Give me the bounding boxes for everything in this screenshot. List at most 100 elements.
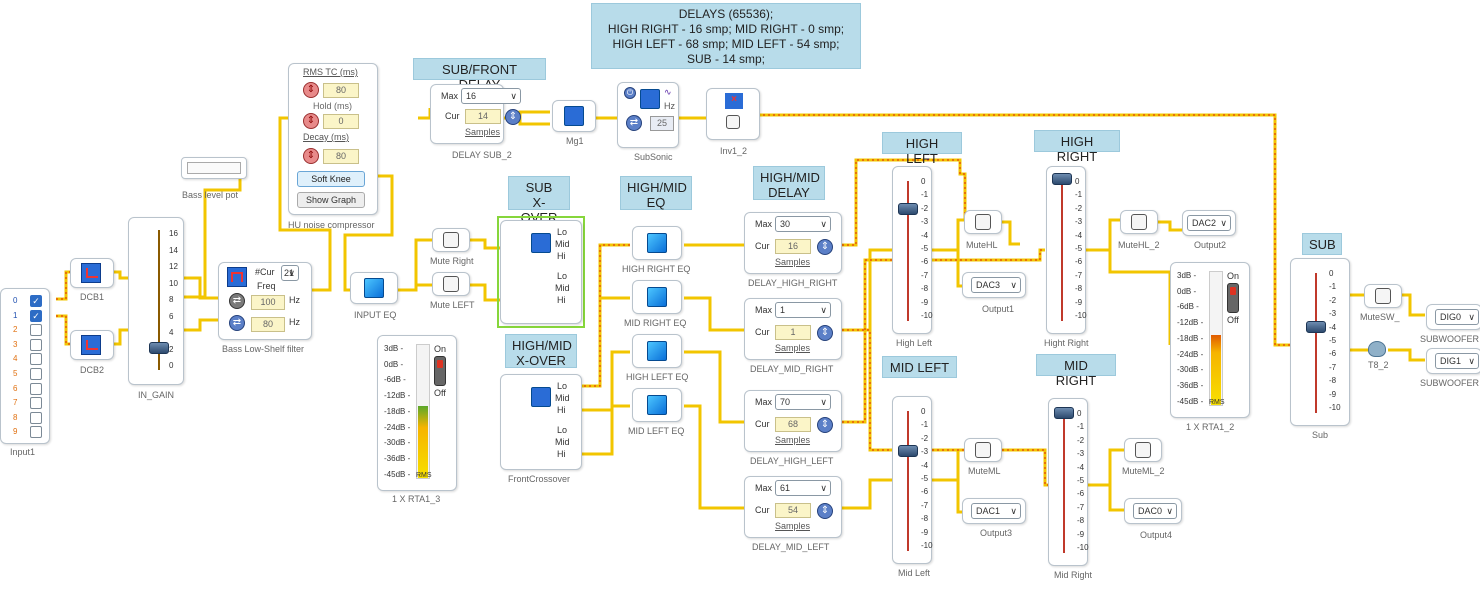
output1-block[interactable]: DAC3 — [962, 272, 1026, 298]
delay-mr-max[interactable]: 1 — [775, 302, 831, 318]
delay-sub-knob[interactable]: ⇕ — [505, 109, 521, 125]
mute-left-block[interactable] — [432, 272, 470, 296]
input-channel-checkbox[interactable] — [30, 353, 42, 366]
fader-hr-block[interactable]: 0-1-2-3-4-5-6-7-8-9-10 — [1046, 166, 1087, 334]
mute-hl2-toggle[interactable] — [1131, 214, 1147, 230]
delay-hr-samples[interactable]: Samples — [775, 257, 811, 267]
fader-hl-thumb[interactable] — [898, 203, 918, 215]
rta3-block[interactable]: 3dB -0dB --6dB --12dB --18dB --24dB --30… — [377, 335, 457, 491]
input-channel-checkbox[interactable] — [30, 382, 42, 395]
fader-hl-block[interactable]: 0-1-2-3-4-5-6-7-8-9-10 — [892, 166, 933, 334]
show-graph-button[interactable]: Show Graph — [297, 192, 365, 208]
bass-filter-knob2[interactable]: ⇄ — [229, 315, 245, 331]
dcb2-block[interactable] — [70, 330, 114, 360]
input-channel-checkbox[interactable] — [30, 397, 42, 410]
fader-ml-thumb[interactable] — [898, 445, 918, 457]
mute-right-block[interactable] — [432, 228, 470, 252]
inv-block[interactable]: × — [706, 88, 760, 140]
inv-toggle[interactable] — [726, 115, 740, 129]
mute-ml-block[interactable] — [964, 438, 1002, 462]
delay-hr-cur[interactable]: 16 — [775, 239, 811, 254]
sw1-select[interactable]: DIG0 — [1435, 309, 1479, 325]
decay-val[interactable]: 80 — [323, 149, 359, 164]
mg1-block[interactable] — [552, 100, 596, 132]
t8-node[interactable] — [1368, 341, 1386, 357]
ml-eq-block[interactable] — [632, 388, 682, 422]
rms-tc-knob[interactable]: ⇕ — [303, 82, 319, 98]
input-channel-checkbox[interactable]: ✓ — [30, 309, 42, 322]
delay-hl-max[interactable]: 70 — [775, 394, 831, 410]
delay-ml-samples[interactable]: Samples — [775, 521, 811, 531]
delay-mr-block[interactable]: Max 1 Cur 1 ⇕ Samples — [744, 298, 842, 360]
output3-select[interactable]: DAC1 — [971, 503, 1021, 519]
hold-knob[interactable]: ⇕ — [303, 113, 319, 129]
mute-hl-block[interactable] — [964, 210, 1002, 234]
hold-val[interactable]: 0 — [323, 114, 359, 129]
output1-select[interactable]: DAC3 — [971, 277, 1021, 293]
rta2-block[interactable]: 3dB -0dB --6dB --12dB --18dB --24dB --30… — [1170, 262, 1250, 418]
input-eq-block[interactable] — [350, 272, 398, 304]
subsonic-val[interactable]: 25 — [650, 116, 674, 131]
bass-level-pot[interactable] — [181, 157, 247, 179]
delay-hr-max[interactable]: 30 — [775, 216, 831, 232]
rta2-switch[interactable] — [1227, 283, 1239, 313]
subsonic-knob[interactable]: ⇄ — [626, 115, 642, 131]
delay-sub-samples[interactable]: Samples — [465, 127, 501, 137]
delay-mr-knob[interactable]: ⇕ — [817, 325, 833, 341]
input-channel-checkbox[interactable]: ✓ — [30, 295, 42, 307]
mute-ml2-toggle[interactable] — [1135, 442, 1151, 458]
sw1-block[interactable]: DIG0 — [1426, 304, 1480, 330]
delay-sub-block[interactable]: Max 16 Cur 14 ⇕ Samples — [430, 84, 521, 144]
mute-hl2-block[interactable] — [1120, 210, 1158, 234]
delay-mr-samples[interactable]: Samples — [775, 343, 811, 353]
bass-filter-val1[interactable]: 100 — [251, 295, 285, 310]
delay-sub-max[interactable]: 16 — [461, 88, 521, 104]
delay-hr-block[interactable]: Max 30 Cur 16 ⇕ Samples — [744, 212, 842, 274]
dcb1-block[interactable] — [70, 258, 114, 288]
output2-select[interactable]: DAC2 — [1187, 215, 1231, 231]
rta3-switch[interactable] — [434, 356, 446, 386]
output2-block[interactable]: DAC2 — [1182, 210, 1236, 236]
bass-filter-cur[interactable]: 21 — [281, 265, 299, 281]
fader-sub-thumb[interactable] — [1306, 321, 1326, 333]
bass-filter-knob1[interactable]: ⇄ — [229, 293, 245, 309]
mute-left-toggle[interactable] — [443, 276, 459, 292]
bass-filter-val2[interactable]: 80 — [251, 317, 285, 332]
delay-hl-samples[interactable]: Samples — [775, 435, 811, 445]
mr-eq-block[interactable] — [632, 280, 682, 314]
mute-right-toggle[interactable] — [443, 232, 459, 248]
delay-hl-cur[interactable]: 68 — [775, 417, 811, 432]
delay-mr-cur[interactable]: 1 — [775, 325, 811, 340]
input-channel-checkbox[interactable] — [30, 426, 42, 439]
front-crossover-block[interactable]: Lo Mid Hi Lo Mid Hi — [500, 374, 582, 470]
sw2-block[interactable]: DIG1 — [1426, 348, 1480, 374]
delay-ml-max[interactable]: 61 — [775, 480, 831, 496]
fader-mr-block[interactable]: 0-1-2-3-4-5-6-7-8-9-10 — [1048, 398, 1089, 566]
delay-hl-block[interactable]: Max 70 Cur 68 ⇕ Samples — [744, 390, 842, 452]
sub-crossover-block[interactable]: Lo Mid Hi Lo Mid Hi — [500, 220, 582, 324]
mute-ml-toggle[interactable] — [975, 442, 991, 458]
rms-tc-link[interactable]: RMS TC (ms) — [303, 67, 358, 77]
input-channel-checkbox[interactable] — [30, 368, 42, 380]
compressor-block[interactable]: RMS TC (ms) ⇕ 80 Hold (ms) ⇕ 0 Decay (ms… — [288, 63, 378, 215]
delay-hl-knob[interactable]: ⇕ — [817, 417, 833, 433]
fader-mr-thumb[interactable] — [1054, 407, 1074, 419]
bass-filter-block[interactable]: #Cur 21 Freq ⇄ 100 Hz ⇄ 80 Hz — [218, 262, 312, 340]
mute-sw-toggle[interactable] — [1375, 288, 1391, 304]
rms-tc-val[interactable]: 80 — [323, 83, 359, 98]
mute-sw-block[interactable] — [1364, 284, 1402, 308]
delay-ml-block[interactable]: Max 61 Cur 54 ⇕ Samples — [744, 476, 842, 538]
input-channel-checkbox[interactable] — [30, 411, 42, 424]
sw2-select[interactable]: DIG1 — [1435, 353, 1479, 369]
hl-eq-block[interactable] — [632, 334, 682, 368]
mute-hl-toggle[interactable] — [975, 214, 991, 230]
subsonic-power-icon[interactable]: ⏻ — [624, 87, 636, 99]
decay-link[interactable]: Decay (ms) — [303, 132, 350, 142]
delay-hr-knob[interactable]: ⇕ — [817, 239, 833, 255]
fader-ml-block[interactable]: 0-1-2-3-4-5-6-7-8-9-10 — [892, 396, 933, 564]
soft-knee-button[interactable]: Soft Knee — [297, 171, 365, 187]
delay-ml-knob[interactable]: ⇕ — [817, 503, 833, 519]
decay-knob[interactable]: ⇕ — [303, 148, 319, 164]
